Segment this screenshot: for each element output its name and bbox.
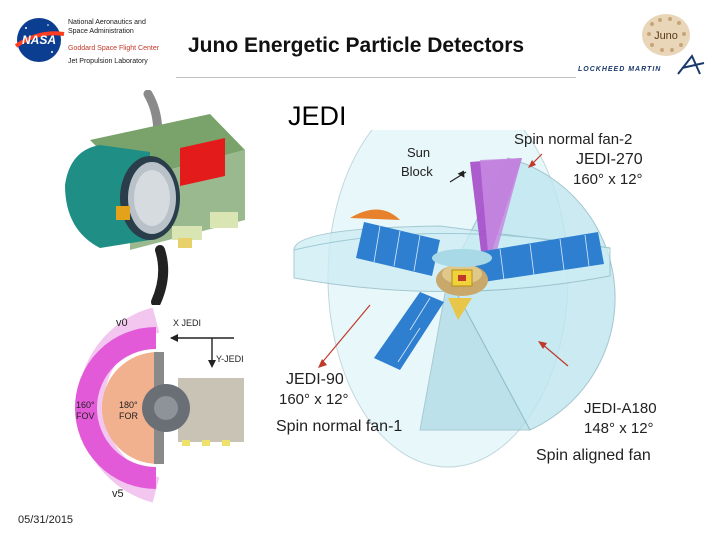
fan1-instrument-name: JEDI-90: [286, 371, 344, 388]
fov-v0-label: v0: [116, 317, 128, 329]
nasa-org-line1: National Aeronautics and: [68, 19, 146, 26]
jedi-instrument-model: [65, 90, 245, 305]
title-divider: [176, 77, 576, 78]
for-angle-value: 180°: [119, 400, 138, 410]
fov-angle-label: FOV: [76, 411, 95, 421]
fan1-title: Spin normal fan-1: [276, 418, 403, 435]
goddard-label: Goddard Space Flight Center: [68, 45, 160, 52]
fov-y-axis-label: Y-JEDI: [216, 354, 244, 364]
nasa-org-line2: Space Administration: [68, 28, 134, 35]
nasa-logo: NASA: [14, 18, 65, 62]
fov-diagram: v0 X JEDI Y-JEDI 160° FOV 180° FOR v5: [75, 308, 244, 503]
fan2-title: Spin normal fan-2: [514, 131, 633, 148]
sun-block-label-line2: Block: [401, 164, 433, 179]
sun-block-label-line1: Sun: [407, 145, 431, 160]
nasa-logo-text: NASA: [22, 33, 56, 47]
fan2-fov: 160° x 12°: [573, 171, 643, 188]
slide-date: 05/31/2015: [18, 514, 74, 526]
fan2-instrument-name: JEDI-270: [576, 151, 643, 168]
a180-fov: 148° x 12°: [584, 420, 654, 437]
fov-v5-label: v5: [112, 488, 124, 500]
lockheed-martin-logo: LOCKHEED MARTIN: [578, 54, 705, 75]
spacecraft-fan-diagram: [293, 130, 616, 468]
juno-logo: Juno: [642, 14, 690, 56]
slide-subtitle: JEDI: [288, 101, 347, 131]
juno-logo-text: Juno: [654, 30, 678, 42]
for-angle-label: FOR: [119, 411, 138, 421]
page-title: Juno Energetic Particle Detectors: [188, 34, 525, 57]
fov-angle-value: 160°: [76, 400, 95, 410]
a180-title: Spin aligned fan: [536, 447, 651, 464]
fan1-fov: 160° x 12°: [279, 391, 349, 408]
a180-instrument-name: JEDI-A180: [584, 400, 657, 417]
lockheed-martin-logo-text: LOCKHEED MARTIN: [578, 66, 661, 73]
fov-x-axis-label: X JEDI: [173, 318, 201, 328]
jpl-label: Jet Propulsion Laboratory: [68, 58, 148, 65]
